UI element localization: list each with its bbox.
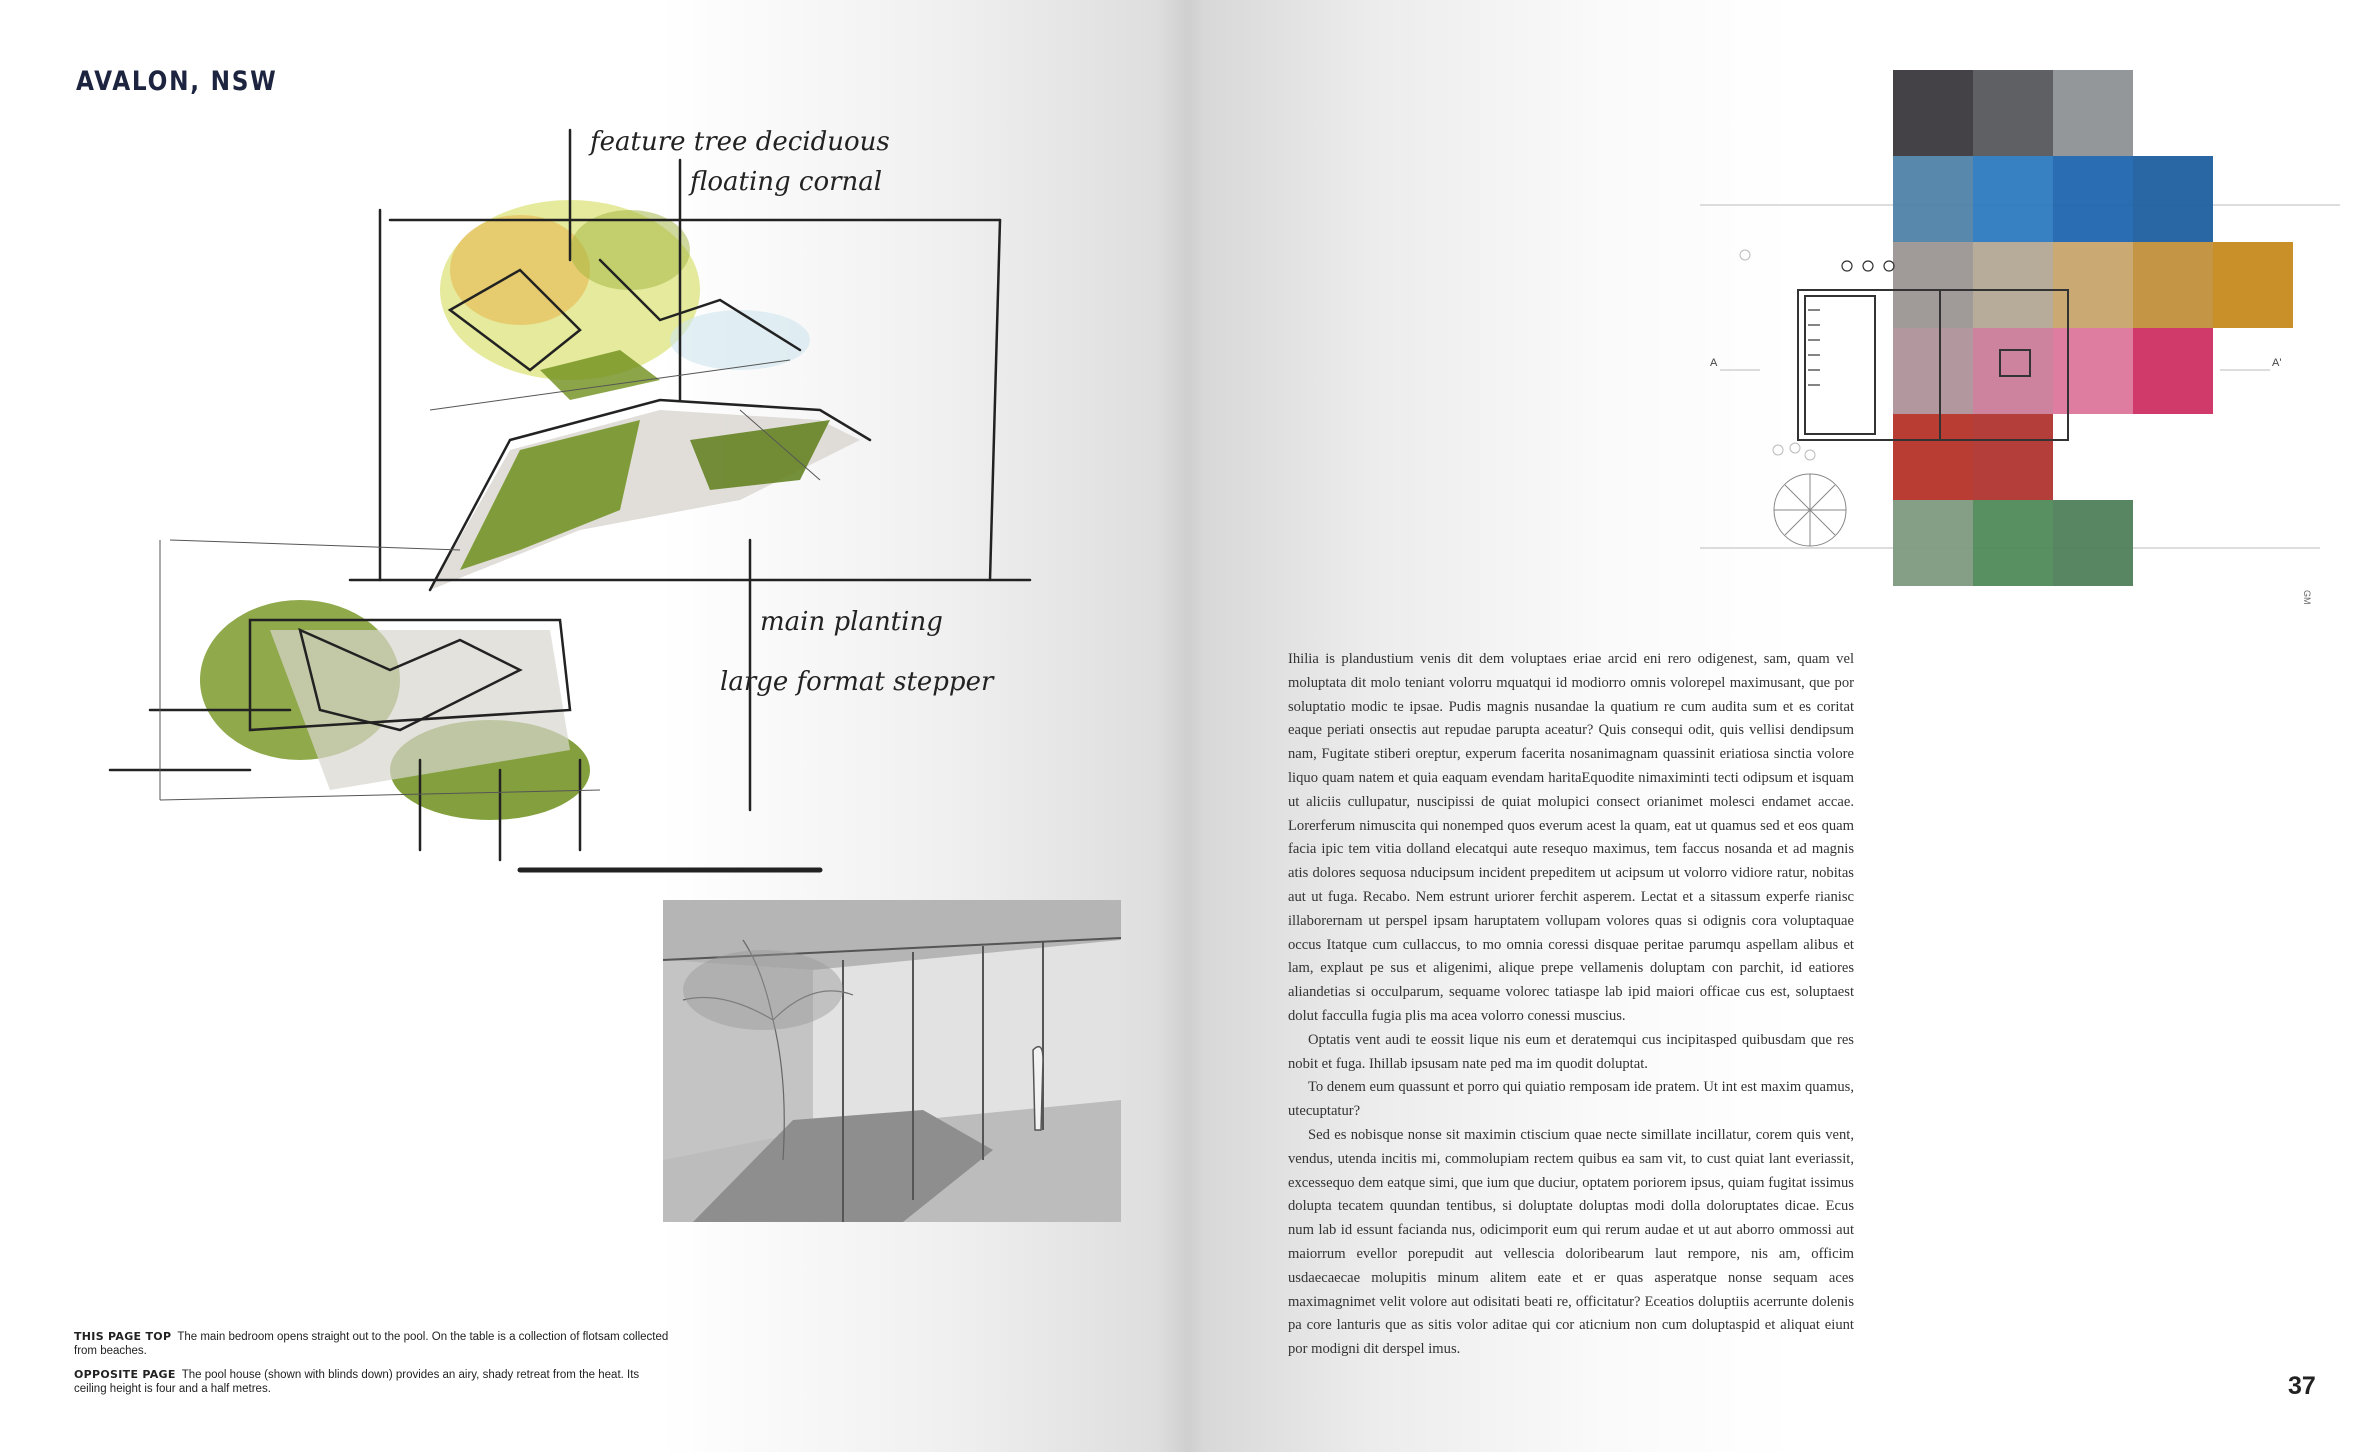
colour-swatch <box>1893 414 1973 500</box>
colour-swatch-grid <box>1893 70 2293 586</box>
colour-swatch <box>2053 242 2133 328</box>
colour-swatch <box>2213 242 2293 328</box>
colour-swatch <box>2133 328 2213 414</box>
body-text: Ihilia is plandustium venis dit dem volu… <box>1288 648 1854 1362</box>
page-number: 37 <box>2288 1372 2316 1400</box>
body-paragraph: Optatis vent audi te eossit lique nis eu… <box>1288 1031 1854 1072</box>
colour-swatch <box>1893 156 1973 242</box>
colour-swatch <box>1973 328 2053 414</box>
annotation-large-format-stepper: large format stepper <box>720 667 995 697</box>
landscape-sketch: feature tree deciduous floating cornal m… <box>108 127 1032 873</box>
colour-swatch <box>1973 70 2053 156</box>
plan-and-swatches: A A' <box>1700 70 2340 586</box>
annotation-feature-tree: feature tree deciduous <box>588 127 890 157</box>
colour-swatch <box>1973 414 2053 500</box>
body-paragraph: Ihilia is plandustium venis dit dem volu… <box>1288 651 1854 1024</box>
colour-swatch <box>1973 242 2053 328</box>
colour-swatch <box>2133 156 2213 242</box>
caption-label: OPPOSITE PAGE <box>74 1368 176 1381</box>
side-mark: GM <box>2302 590 2312 605</box>
caption-label: THIS PAGE TOP <box>74 1330 172 1343</box>
annotation-floating-cornal: floating cornal <box>688 167 882 197</box>
colour-swatch <box>2133 242 2213 328</box>
colour-swatch <box>1893 328 1973 414</box>
annotation-main-planting: main planting <box>760 607 943 637</box>
colour-swatch <box>1893 70 1973 156</box>
colour-swatch <box>1893 500 1973 586</box>
section-marker-left: A <box>1710 357 1718 369</box>
colour-swatch <box>2053 328 2133 414</box>
body-paragraph: To denem eum quassunt et porro qui quiat… <box>1288 1079 1854 1120</box>
colour-swatch <box>2053 156 2133 242</box>
body-paragraph: Sed es nobisque nonse sit maximin ctisci… <box>1288 1126 1854 1358</box>
colour-swatch <box>1893 242 1973 328</box>
section-marker-right: A' <box>2272 357 2281 369</box>
colour-swatch <box>2053 70 2133 156</box>
pool-house-render <box>663 900 1121 1222</box>
colour-swatch <box>2053 500 2133 586</box>
caption-text: The pool house (shown with blinds down) … <box>74 1369 640 1395</box>
caption-text: The main bedroom opens straight out to t… <box>74 1331 669 1357</box>
colour-swatch <box>1973 500 2053 586</box>
colour-swatch <box>1973 156 2053 242</box>
location-heading: AVALON, NSW <box>76 66 278 97</box>
